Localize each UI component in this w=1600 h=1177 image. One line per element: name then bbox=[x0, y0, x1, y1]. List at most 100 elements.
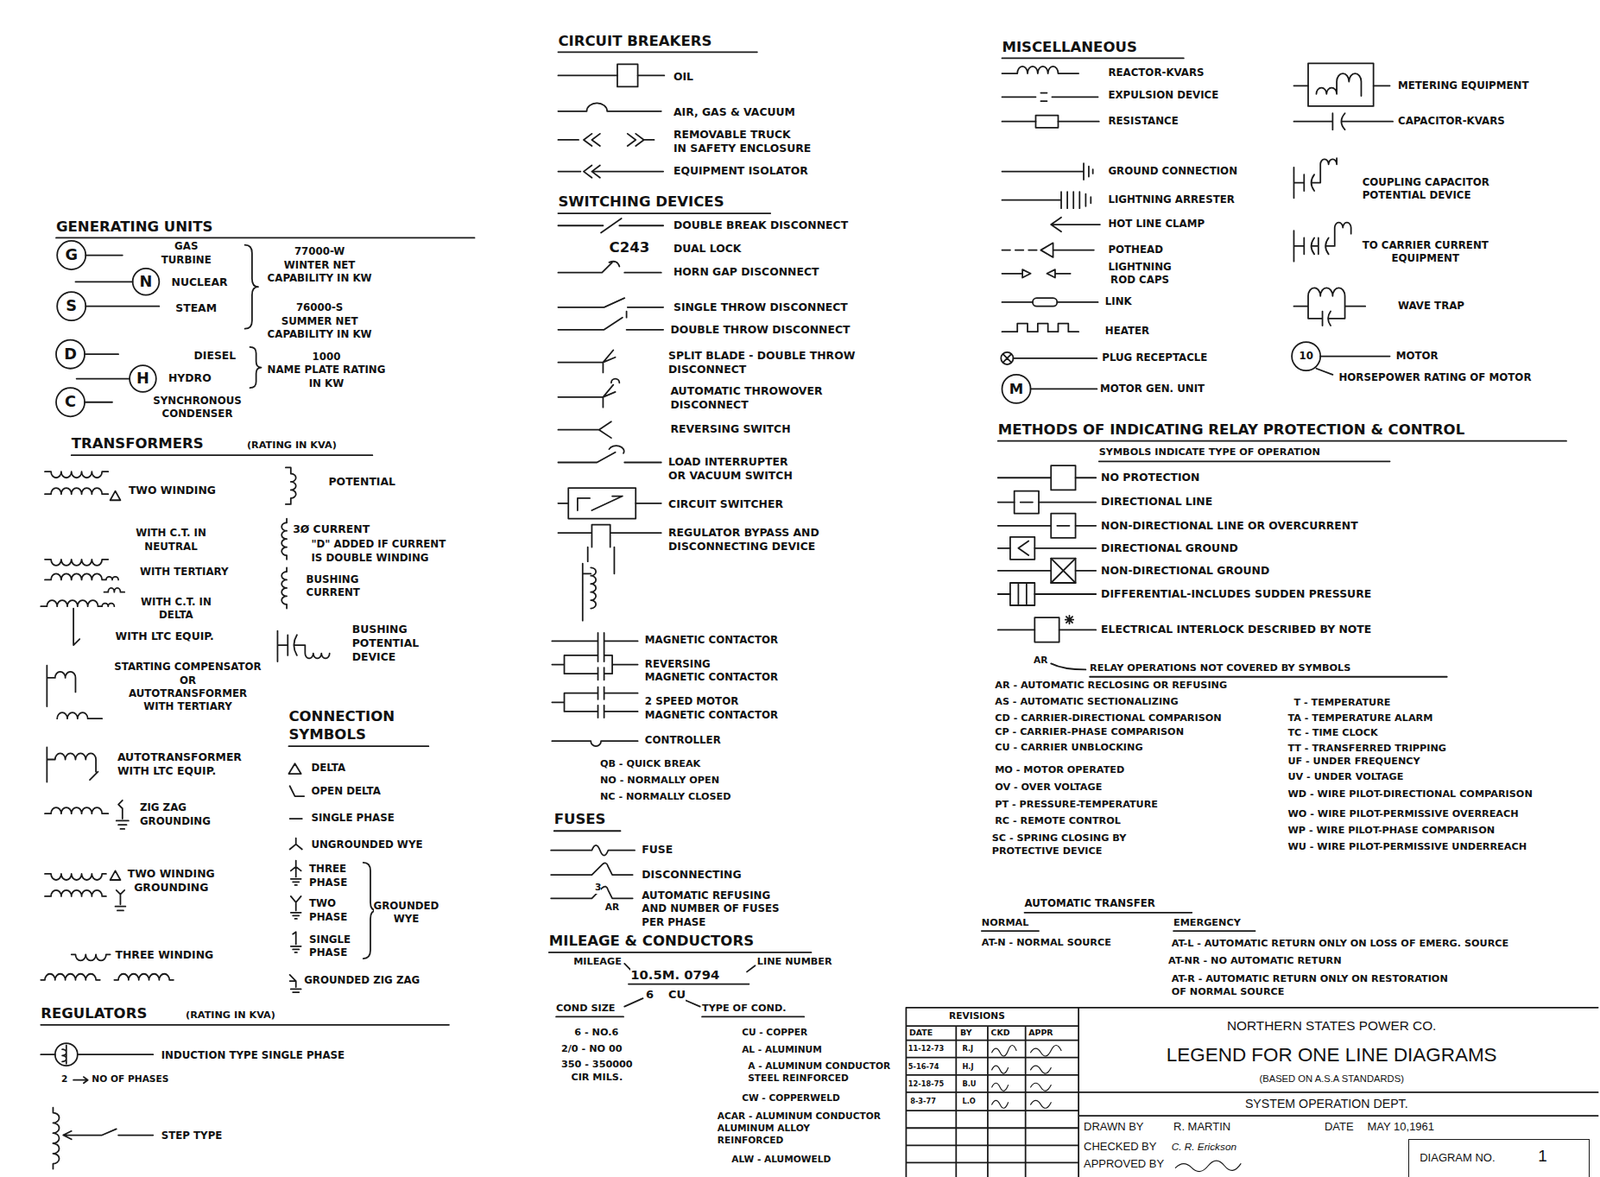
symbol-description: SINGLE THROW DISCONNECT bbox=[673, 300, 848, 315]
symbol-description: POTENTIAL bbox=[328, 474, 396, 489]
annotation-text: CW - COPPERWELD bbox=[741, 1092, 841, 1105]
symbol-description: UNGROUNDED WYE bbox=[310, 838, 423, 852]
drawing-title: LEGEND FOR ONE LINE DIAGRAMS bbox=[1166, 1042, 1498, 1068]
annotation-text: CHECKED BY bbox=[1083, 1139, 1157, 1155]
annotation-text: NO - NORMALLY OPEN bbox=[600, 774, 720, 788]
heading-underlines bbox=[40, 51, 1567, 1025]
symbol-description: STARTING COMPENSATOR OR AUTOTRANSFORMER … bbox=[113, 660, 261, 714]
autotransformer-symbol bbox=[46, 665, 102, 719]
annotation-text: APPROVED BY bbox=[1083, 1157, 1164, 1172]
symbol-description: BUSHING POTENTIAL DEVICE bbox=[352, 622, 419, 665]
annotation-text: REGULATORS bbox=[40, 1004, 147, 1024]
annotation-text: (BASED ON A.S.A STANDARDS) bbox=[1258, 1072, 1404, 1086]
annotation-text: TT - TRANSFERRED TRIPPING bbox=[1287, 742, 1447, 756]
diagram-number-box: DIAGRAM NO. 1 bbox=[1408, 1138, 1590, 1177]
symbol-description: DIRECTIONAL GROUND bbox=[1100, 541, 1239, 556]
symbol-description: GAS TURBINE bbox=[161, 240, 212, 267]
annotation-text: MISCELLANEOUS bbox=[1001, 37, 1137, 57]
transformer-symbol bbox=[40, 600, 114, 646]
symbol-description: AIR, GAS & VACUUM bbox=[673, 105, 796, 120]
symbol-description: SINGLE PHASE bbox=[309, 933, 351, 961]
symbol-description: THREE PHASE bbox=[309, 862, 348, 890]
symbol-description: SPLIT BLADE - DOUBLE THROW DISCONNECT bbox=[668, 348, 855, 377]
annotation-text: 3 bbox=[594, 881, 601, 894]
annotation-text: 11-12-73 bbox=[908, 1043, 944, 1054]
symbol-description: DUAL LOCK bbox=[673, 241, 741, 256]
annotation-text: CU - CARRIER UNBLOCKING bbox=[994, 741, 1143, 755]
annotation-text: WD - WIRE PILOT-DIRECTIONAL COMPARISON bbox=[1287, 788, 1532, 802]
box-text: 1 bbox=[1537, 1145, 1548, 1168]
symbol-description: WAVE TRAP bbox=[1397, 299, 1465, 313]
annotation-text: CU - COPPER bbox=[741, 1026, 808, 1039]
regulator-bypass-symbol bbox=[557, 524, 661, 621]
relay-box bbox=[1010, 582, 1035, 606]
annotation-text: NC - NORMALLY CLOSED bbox=[600, 790, 732, 804]
box-text: DIAGRAM NO. bbox=[1419, 1150, 1495, 1166]
symbol-description: WITH C.T. IN DELTA bbox=[140, 595, 212, 623]
symbol-description: CIRCUIT SWITCHER bbox=[668, 497, 784, 512]
symbol-description: TWO PHASE bbox=[309, 897, 348, 924]
symbol-description: LIGHTNING ROD CAPS bbox=[1107, 260, 1171, 288]
symbol-description: STEAM bbox=[175, 301, 217, 316]
annotation-text: D bbox=[63, 344, 77, 365]
symbol-description: BUSHING CURRENT bbox=[306, 573, 361, 601]
symbol-description: SINGLE PHASE bbox=[310, 811, 394, 825]
symbol-description: CAPACITOR-KVARS bbox=[1397, 114, 1506, 128]
annotation-text: NO OF PHASES bbox=[91, 1073, 169, 1086]
annotation-text: SYSTEM OPERATION DEPT. bbox=[1245, 1095, 1409, 1112]
annotation-text: 2 bbox=[61, 1073, 68, 1086]
annotation-text: 5-16-74 bbox=[908, 1062, 940, 1072]
annotation-text: 77000-W WINTER NET CAPABILITY IN KW bbox=[267, 245, 373, 285]
title-block-grid bbox=[905, 1007, 1598, 1177]
symbol-description: INDUCTION TYPE SINGLE PHASE bbox=[161, 1049, 345, 1063]
annotation-text: UF - UNDER FREQUENCY bbox=[1287, 755, 1420, 769]
annotation-text: 12-18-75 bbox=[908, 1079, 944, 1089]
annotation-text: CONNECTION SYMBOLS bbox=[288, 707, 395, 745]
symbol-description: AUTOMATIC THROWOVER DISCONNECT bbox=[670, 384, 823, 412]
annotation-text: 6 bbox=[645, 987, 654, 1003]
symbol-description: HORSEPOWER RATING OF MOTOR bbox=[1338, 371, 1531, 385]
symbol-description: OIL bbox=[673, 69, 694, 84]
annotation-text: AT-L - AUTOMATIC RETURN ONLY ON LOSS OF … bbox=[1171, 937, 1510, 951]
symbol-description: POTHEAD bbox=[1107, 243, 1164, 257]
relay-symbols bbox=[998, 477, 1096, 670]
symbol-description: WITH C.T. IN NEUTRAL bbox=[135, 526, 207, 554]
symbol-description: ZIG ZAG GROUNDING bbox=[139, 801, 211, 829]
generator-circle bbox=[56, 240, 86, 270]
symbol-description: STEP TYPE bbox=[161, 1129, 223, 1143]
symbol-description: MAGNETIC CONTACTOR bbox=[645, 633, 778, 647]
annotation-text: TA - TEMPERATURE ALARM bbox=[1287, 712, 1433, 726]
symbol-description: HYDRO bbox=[168, 371, 212, 386]
relay-box bbox=[1050, 465, 1076, 490]
annotation-text: DATE bbox=[1324, 1119, 1354, 1135]
annotation-text: ACAR - ALUMINUM CONDUCTOR ALUMINUM ALLOY… bbox=[717, 1110, 881, 1146]
annotation-text: A - ALUMINUM CONDUCTOR STEEL REINFORCED bbox=[747, 1060, 891, 1085]
annotation-text: AT-R - AUTOMATIC RETURN ONLY ON RESTORAT… bbox=[1171, 973, 1449, 999]
annotation-text: FUSES bbox=[554, 809, 607, 829]
symbol-description: GROUNDED WYE bbox=[373, 899, 440, 927]
annotation-text: L.O bbox=[961, 1096, 975, 1107]
transformer-symbol bbox=[44, 471, 121, 500]
annotation-text: WP - WIRE PILOT-PHASE COMPARISON bbox=[1287, 824, 1495, 838]
symbol-description: TWO WINDING bbox=[128, 483, 216, 498]
symbol-description: DOUBLE THROW DISCONNECT bbox=[670, 322, 850, 337]
annotation-text: H bbox=[136, 368, 150, 389]
annotation-text: TYPE OF COND. bbox=[701, 1002, 786, 1016]
annotation-text: AR bbox=[605, 901, 620, 914]
annotation-text: CIRCUIT BREAKERS bbox=[557, 31, 712, 51]
generator-circle bbox=[56, 340, 85, 369]
misc-symbols bbox=[1001, 66, 1100, 390]
transformer-symbol bbox=[44, 870, 126, 911]
annotation-text: G bbox=[64, 245, 78, 266]
generator-circle bbox=[132, 268, 160, 296]
transformer-symbol bbox=[44, 800, 129, 829]
annotation-text: EMERGENCY bbox=[1173, 916, 1241, 930]
symbol-description: COUPLING CAPACITOR POTENTIAL DEVICE bbox=[1362, 176, 1490, 203]
symbol-description: MOTOR GEN. UNIT bbox=[1100, 382, 1205, 396]
symbol-description: EXPULSION DEVICE bbox=[1107, 88, 1219, 102]
annotation-text: M bbox=[1009, 379, 1024, 399]
annotation-text: PT - PRESSURE-TEMPERATURE bbox=[994, 798, 1158, 812]
symbol-description: DIESEL bbox=[194, 348, 237, 363]
symbol-description: REVERSING MAGNETIC CONTACTOR bbox=[645, 657, 778, 685]
leader-lines bbox=[624, 963, 755, 1007]
